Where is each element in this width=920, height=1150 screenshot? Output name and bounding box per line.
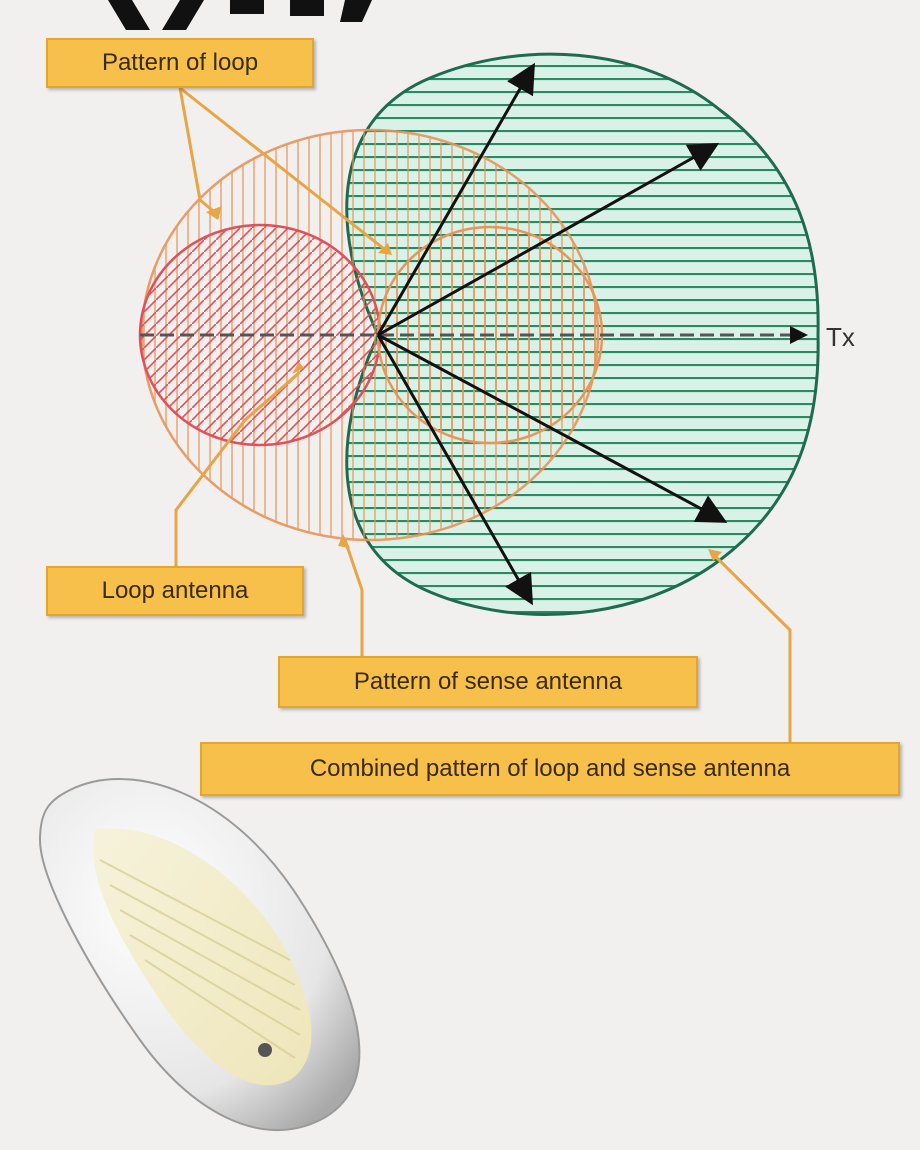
loop-antenna-label: Loop antenna xyxy=(46,566,304,616)
combined-pattern-label: Combined pattern of loop and sense anten… xyxy=(200,742,900,796)
pattern-of-loop-label: Pattern of loop xyxy=(46,38,314,88)
cropped-logo-lettering xyxy=(0,0,920,30)
tx-label: Tx xyxy=(826,322,855,353)
loop-antenna-device-icon xyxy=(40,779,359,1130)
pattern-of-sense-antenna-label: Pattern of sense antenna xyxy=(278,656,698,708)
